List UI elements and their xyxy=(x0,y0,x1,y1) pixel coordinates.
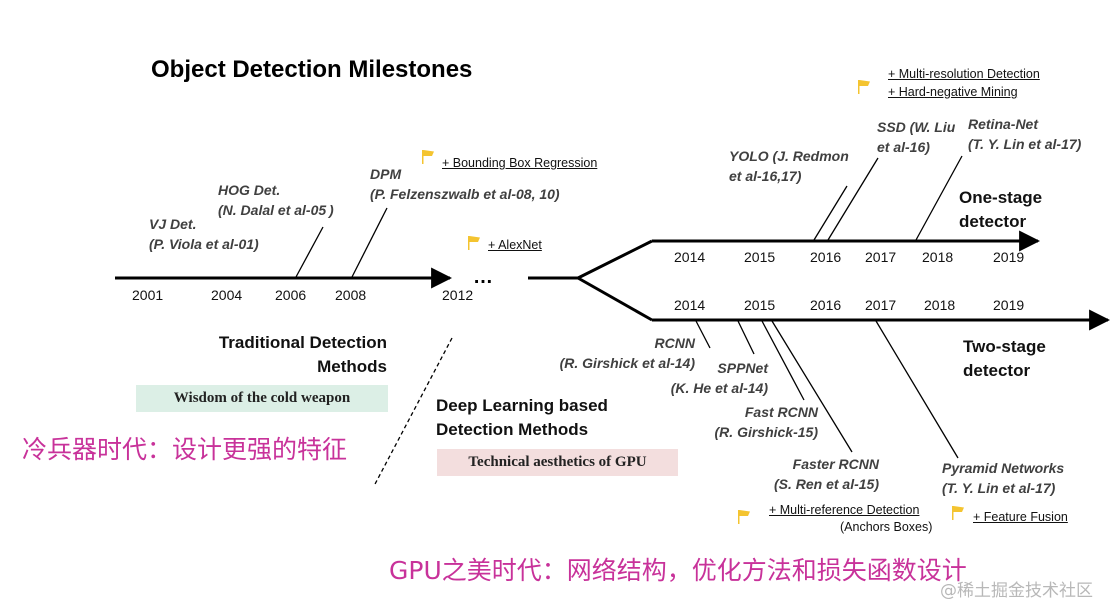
flag-icon xyxy=(468,236,480,250)
label-line: detector xyxy=(959,212,1027,231)
year-label: 2004 xyxy=(211,287,243,303)
pointer-hog xyxy=(295,226,324,278)
flag-icon xyxy=(952,506,964,520)
fork-lower xyxy=(577,276,653,322)
year-label: 2014 xyxy=(674,297,706,313)
pointer-ssd xyxy=(827,157,879,241)
fork-upper xyxy=(577,239,653,280)
header-line: Detection Methods xyxy=(436,420,589,439)
milestone-author: (R. Girshick et al-14) xyxy=(559,355,695,371)
pointer-fast-rcnn xyxy=(761,320,805,401)
year-label: 2017 xyxy=(865,297,897,313)
milestone-author: (P. Felzenszwalb et al-08, 10) xyxy=(370,186,560,202)
header-line: Deep Learning based xyxy=(436,396,608,415)
milestone-dpm: DPM (P. Felzenszwalb et al-08, 10) xyxy=(370,164,560,204)
milestone-name: SPPNet xyxy=(717,360,768,376)
year-label: 2015 xyxy=(744,249,776,265)
header-line: Traditional Detection xyxy=(218,333,387,352)
year-label: 2018 xyxy=(922,249,954,265)
milestone-author: (N. Dalal et al-05 ) xyxy=(218,202,334,218)
milestone-author: et al-16) xyxy=(877,139,930,155)
milestone-name: HOG Det. xyxy=(218,182,281,198)
milestone-name: Retina-Net xyxy=(968,116,1039,132)
milestone-author: (T. Y. Lin et al-17) xyxy=(968,136,1082,152)
year-label: 2016 xyxy=(810,249,842,265)
flag-icon xyxy=(422,150,434,164)
milestone-name: Faster RCNN xyxy=(792,456,879,472)
milestone-name: RCNN xyxy=(654,335,695,351)
year-label: 2015 xyxy=(744,297,776,313)
year-label: 2012 xyxy=(442,287,474,303)
milestone-ssd: SSD (W. Liu et al-16) xyxy=(877,117,955,157)
faster-note: + Multi-reference Detection xyxy=(769,503,920,517)
year-label: 2017 xyxy=(865,249,897,265)
milestone-author: (P. Viola et al-01) xyxy=(149,236,259,252)
pointer-sppnet xyxy=(737,320,755,355)
milestone-name: VJ Det. xyxy=(149,216,197,232)
faster-note-anchors: (Anchors Boxes) xyxy=(840,520,933,534)
year-label: 2001 xyxy=(132,287,164,303)
milestone-vj: VJ Det. (P. Viola et al-01) xyxy=(149,214,259,254)
milestone-yolo: YOLO (J. Redmon et al-16,17) xyxy=(729,146,849,186)
ssd-note: + Multi-resolution Detection xyxy=(888,67,1040,81)
milestone-name: YOLO (J. Redmon xyxy=(729,148,849,164)
pointer-rcnn xyxy=(695,320,711,349)
milestone-author: (R. Girshick-15) xyxy=(714,424,818,440)
ssd-note: + Hard-negative Mining xyxy=(888,85,1018,99)
flag-icon xyxy=(858,80,870,94)
milestone-rcnn: RCNN (R. Girshick et al-14) xyxy=(555,333,695,373)
wisdom-badge: Wisdom of the cold weapon xyxy=(136,385,388,412)
milestone-author: (T. Y. Lin et al-17) xyxy=(942,480,1056,496)
milestone-retina: Retina-Net (T. Y. Lin et al-17) xyxy=(968,114,1081,154)
milestone-author: (K. He et al-14) xyxy=(670,380,768,396)
milestone-fpn: Pyramid Networks (T. Y. Lin et al-17) xyxy=(942,458,1064,498)
traditional-chinese-caption: 冷兵器时代：设计更强的特征 xyxy=(22,435,348,464)
year-label: 2019 xyxy=(993,249,1025,265)
ellipsis: … xyxy=(473,266,493,288)
label-line: One-stage xyxy=(959,188,1043,207)
year-label: 2008 xyxy=(335,287,367,303)
year-label: 2006 xyxy=(275,287,307,303)
fpn-note: + Feature Fusion xyxy=(973,510,1068,524)
year-label: 2018 xyxy=(924,297,956,313)
year-label: 2019 xyxy=(993,297,1025,313)
dpm-note: + Bounding Box Regression xyxy=(442,156,598,170)
milestone-name: SSD (W. Liu xyxy=(877,119,956,135)
milestone-author: et al-16,17) xyxy=(729,168,802,184)
header-line: Methods xyxy=(317,357,387,376)
page-title: Object Detection Milestones xyxy=(151,56,473,83)
two-stage-label: Two-stage detector xyxy=(963,335,1046,383)
year-label: 2014 xyxy=(674,249,706,265)
year-label: 2016 xyxy=(810,297,842,313)
watermark: @稀土掘金技术社区 xyxy=(940,581,1093,601)
gpu-badge: Technical aesthetics of GPU xyxy=(437,449,678,476)
milestone-sppnet: SPPNet (K. He et al-14) xyxy=(666,358,768,398)
pointer-retina xyxy=(915,155,963,241)
milestone-fast-rcnn: Fast RCNN (R. Girshick-15) xyxy=(712,402,818,442)
deep-chinese-caption: GPU之美时代：网络结构，优化方法和损失函数设计 xyxy=(389,556,967,585)
pointer-yolo xyxy=(813,185,848,241)
pointer-faster-rcnn xyxy=(771,320,853,453)
milestone-hog: HOG Det. (N. Dalal et al-05 ) xyxy=(218,180,334,220)
pointer-dpm xyxy=(351,207,388,278)
pointer-fpn xyxy=(875,320,959,459)
flag-icon xyxy=(738,510,750,524)
traditional-header: Traditional Detection Methods xyxy=(187,331,387,379)
milestone-faster-rcnn: Faster RCNN (S. Ren et al-15) xyxy=(770,454,879,494)
milestone-name: DPM xyxy=(370,166,402,182)
milestone-name: Pyramid Networks xyxy=(942,460,1065,476)
label-line: Two-stage xyxy=(963,337,1046,356)
milestone-author: (S. Ren et al-15) xyxy=(773,476,879,492)
alexnet-note: + AlexNet xyxy=(488,238,542,252)
one-stage-label: One-stage detector xyxy=(959,186,1042,234)
deep-learning-header: Deep Learning based Detection Methods xyxy=(436,394,608,442)
milestone-name: Fast RCNN xyxy=(744,404,818,420)
label-line: detector xyxy=(963,361,1031,380)
